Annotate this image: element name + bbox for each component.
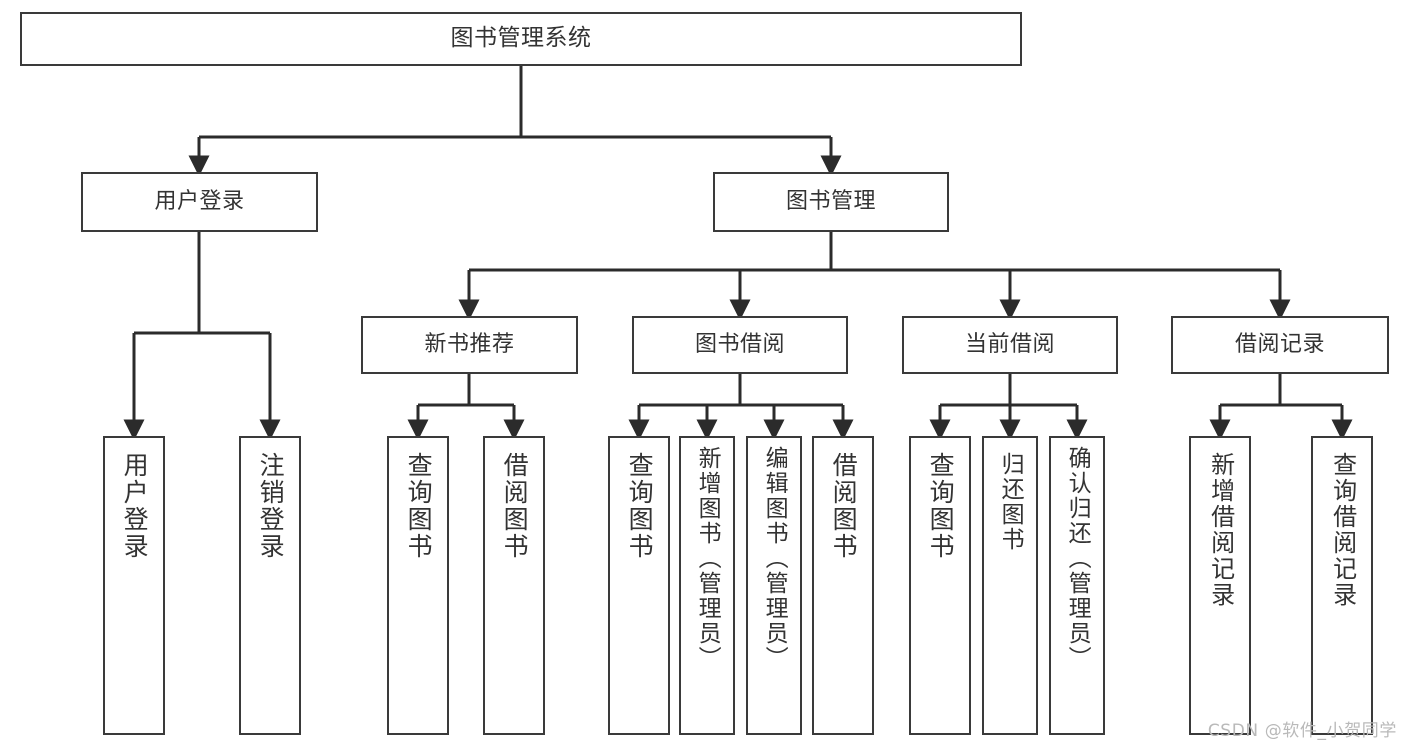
- node-leaf-return-book-label: 归还图书: [997, 452, 1024, 552]
- node-user-login[interactable]: 用户登录: [81, 172, 318, 232]
- node-book-borrow-label: 图书借阅: [694, 332, 785, 358]
- node-leaf-borrow-book-1-label: 借阅图书: [500, 452, 530, 560]
- node-leaf-user-login-label: 用户登录: [120, 452, 150, 560]
- node-borrow-record-label: 借阅记录: [1234, 332, 1325, 358]
- node-leaf-confirm-return-label: 确认归还（管理员）: [1064, 446, 1091, 671]
- node-user-login-label: 用户登录: [154, 189, 245, 215]
- node-leaf-query-book-3[interactable]: 查询图书: [909, 436, 971, 735]
- node-leaf-query-book-2[interactable]: 查询图书: [608, 436, 670, 735]
- node-book-borrow[interactable]: 图书借阅: [632, 316, 848, 374]
- node-current-borrow[interactable]: 当前借阅: [902, 316, 1118, 374]
- node-leaf-query-book-1-label: 查询图书: [404, 452, 434, 560]
- node-book-manage-label: 图书管理: [785, 189, 876, 215]
- node-leaf-user-login[interactable]: 用户登录: [103, 436, 165, 735]
- node-leaf-edit-book-label: 编辑图书（管理员）: [761, 446, 788, 671]
- node-new-book-rec[interactable]: 新书推荐: [361, 316, 578, 374]
- node-leaf-query-book-2-label: 查询图书: [625, 452, 655, 560]
- node-leaf-logout-login[interactable]: 注销登录: [239, 436, 301, 735]
- node-leaf-borrow-book-1[interactable]: 借阅图书: [483, 436, 545, 735]
- node-book-manage[interactable]: 图书管理: [713, 172, 949, 232]
- node-leaf-edit-book[interactable]: 编辑图书（管理员）: [746, 436, 802, 735]
- node-leaf-add-book-label: 新增图书（管理员）: [694, 446, 721, 671]
- node-root-label: 图书管理系统: [450, 25, 592, 52]
- node-leaf-query-record-label: 查询借阅记录: [1328, 452, 1357, 608]
- node-leaf-borrow-book-2-label: 借阅图书: [829, 452, 859, 560]
- node-new-book-rec-label: 新书推荐: [424, 332, 515, 358]
- node-leaf-add-record-label: 新增借阅记录: [1206, 452, 1235, 608]
- node-leaf-query-book-3-label: 查询图书: [926, 452, 956, 560]
- node-root[interactable]: 图书管理系统: [20, 12, 1022, 66]
- node-leaf-query-record[interactable]: 查询借阅记录: [1311, 436, 1373, 735]
- node-leaf-logout-login-label: 注销登录: [256, 452, 286, 560]
- csdn-watermark: CSDN @软件_小贺同学: [1207, 721, 1397, 741]
- node-leaf-add-book[interactable]: 新增图书（管理员）: [679, 436, 735, 735]
- node-current-borrow-label: 当前借阅: [964, 332, 1055, 358]
- node-leaf-query-book-1[interactable]: 查询图书: [387, 436, 449, 735]
- node-borrow-record[interactable]: 借阅记录: [1171, 316, 1389, 374]
- node-leaf-return-book[interactable]: 归还图书: [982, 436, 1038, 735]
- node-leaf-add-record[interactable]: 新增借阅记录: [1189, 436, 1251, 735]
- node-leaf-borrow-book-2[interactable]: 借阅图书: [812, 436, 874, 735]
- node-leaf-confirm-return[interactable]: 确认归还（管理员）: [1049, 436, 1105, 735]
